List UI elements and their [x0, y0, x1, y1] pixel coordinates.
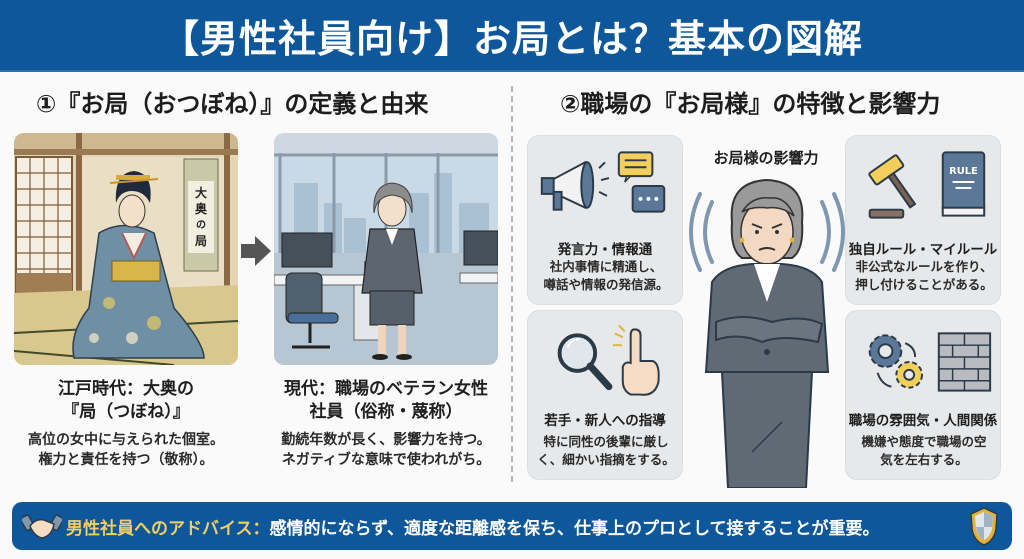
edo-illustration: 大 奥 の 局: [14, 133, 238, 365]
svg-text:RULE: RULE: [949, 166, 978, 177]
modern-caption: 現代：職場のベテラン女性 社員（俗称・蔑称） 勤続年数が長く、影響力を持つ。 ネ…: [266, 378, 506, 470]
svg-text:大: 大: [195, 185, 207, 200]
advice-banner: 男性社員へのアドバイス： 感情的にならず、適度な距離感を保ち、仕事上のプロとして…: [12, 502, 1012, 550]
advice-text: 感情的にならず、適度な距離感を保ち、仕事上のプロとして接することが重要。: [269, 518, 880, 539]
gavel-rulebook-icon: RULE: [868, 151, 986, 219]
card-desc-line-1: 社内事情に精通し、: [549, 259, 663, 274]
modern-caption-desc-2: ネガティブな意味で使われがち。: [281, 452, 491, 468]
megaphone-speech-bubble-icon: [540, 151, 666, 213]
section2-title: ②職場の『お局様』の特徴と影響力: [560, 90, 941, 118]
modern-caption-title-2: 社員（俗称・蔑称）: [309, 402, 463, 422]
header-banner: 【男性社員向け】お局とは？基本の図解: [0, 0, 1024, 72]
card-title: 独自ルール・マイルール: [848, 242, 998, 258]
edo-caption-title-1: 江戸時代：大奥の: [58, 379, 194, 399]
gears-brick-wall-icon: [868, 332, 992, 392]
feature-card-voice-info: 発言力・情報通 社内事情に精通し、 噂話や情報の発信源。: [527, 135, 683, 305]
svg-text:奥: 奥: [195, 201, 208, 216]
card-desc-line-2: 噂話や情報の発信源。: [543, 277, 669, 292]
feature-card-atmosphere: 職場の雰囲気・人間関係 機嫌や態度で職場の空 気を左右する。: [845, 310, 1001, 480]
svg-text:局: 局: [195, 234, 207, 248]
card-desc-line-2: 気を左右する。: [880, 452, 968, 467]
card-desc: 特に同性の後輩に厳し く、細かい指摘をする。: [536, 433, 676, 469]
card-title: 職場の雰囲気・人間関係: [848, 413, 998, 429]
modern-caption-title-1: 現代：職場のベテラン女性: [284, 379, 488, 399]
card-title: 若手・新人への指導: [544, 413, 666, 429]
edo-woman-image: 大 奥 の 局: [14, 133, 238, 365]
card-desc: 非公式なルールを作り、 押し付けることがある。: [854, 258, 994, 294]
card-desc-line-2: 押し付けることがある。: [855, 277, 993, 292]
card-title: 発言力・情報通: [557, 242, 653, 258]
feature-card-own-rules: RULE 独自ルール・マイルール 非公式なルールを作り、 押し付けることがある。: [845, 135, 1001, 305]
handshake-icon: [22, 514, 62, 539]
edo-caption-desc-1: 高位の女中に与えられた個室。: [28, 432, 224, 448]
section-divider: [511, 86, 513, 482]
edo-caption-desc-2: 権力と責任を持つ（敬称）。: [38, 452, 214, 468]
feature-card-guidance: 若手・新人への指導 特に同性の後輩に厳し く、細かい指摘をする。: [527, 310, 683, 480]
modern-illustration: [274, 133, 498, 365]
advice-label: 男性社員へのアドバイス：: [66, 518, 270, 539]
influence-title: お局様の影響力: [713, 149, 819, 167]
modern-caption-desc-1: 勤続年数が長く、影響力を持つ。: [281, 432, 491, 448]
shield-icon: [970, 507, 998, 546]
otsubone-woman-figure: [689, 178, 845, 488]
edo-caption: 江戸時代：大奥の 『局（つぼね）』 高位の女中に与えられた個室。 権力と責任を持…: [6, 378, 246, 470]
edo-caption-title-2: 『局（つぼね）』: [62, 402, 190, 422]
card-desc-line-1: 機嫌や態度で職場の空: [861, 434, 987, 449]
modern-office-woman-image: [274, 133, 498, 365]
card-desc-line-2: く、細かい指摘をする。: [537, 452, 675, 467]
section1-title: ①『お局（おつぼね）』の定義と由来: [36, 90, 429, 118]
svg-text:の: の: [196, 220, 206, 231]
page-title: 【男性社員向け】お局とは？基本の図解: [160, 16, 863, 61]
card-desc: 機嫌や態度で職場の空 気を左右する。: [854, 433, 994, 469]
card-desc-line-1: 特に同性の後輩に厳し: [543, 434, 669, 449]
arrow-right-icon: [241, 236, 271, 266]
card-desc: 社内事情に精通し、 噂話や情報の発信源。: [536, 258, 676, 294]
card-desc-line-1: 非公式なルールを作り、: [855, 259, 993, 274]
magnifier-pointing-finger-icon: [557, 324, 660, 396]
